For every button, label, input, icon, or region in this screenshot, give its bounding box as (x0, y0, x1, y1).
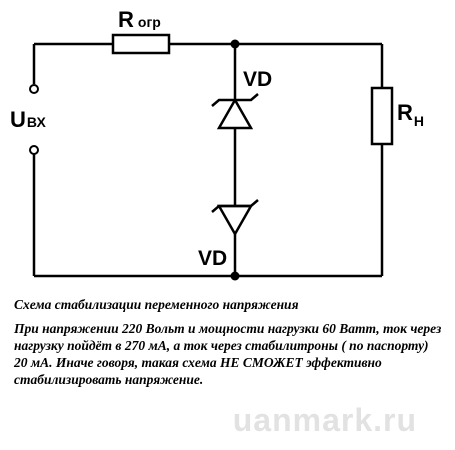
junction-top (230, 39, 240, 49)
caption: Схема стабилизации переменного напряжени… (14, 296, 444, 388)
zener-diode-top (211, 93, 259, 130)
label-u-in: UВХ (10, 107, 46, 132)
input-terminal-bottom (29, 145, 39, 155)
caption-title: Схема стабилизации переменного напряжени… (14, 297, 299, 312)
label-vd-bottom: VD (198, 247, 227, 270)
limiting-resistor (111, 33, 171, 55)
label-vd-top: VD (243, 68, 272, 91)
watermark: uanmark.ru (232, 402, 417, 438)
junction-bottom (230, 271, 240, 281)
caption-body: При напряжении 220 Вольт и мощности нагр… (14, 321, 442, 387)
label-r-load: RН (397, 100, 424, 129)
zener-diode-bottom (211, 199, 259, 237)
input-terminal-top (29, 84, 39, 94)
load-resistor (370, 86, 394, 146)
